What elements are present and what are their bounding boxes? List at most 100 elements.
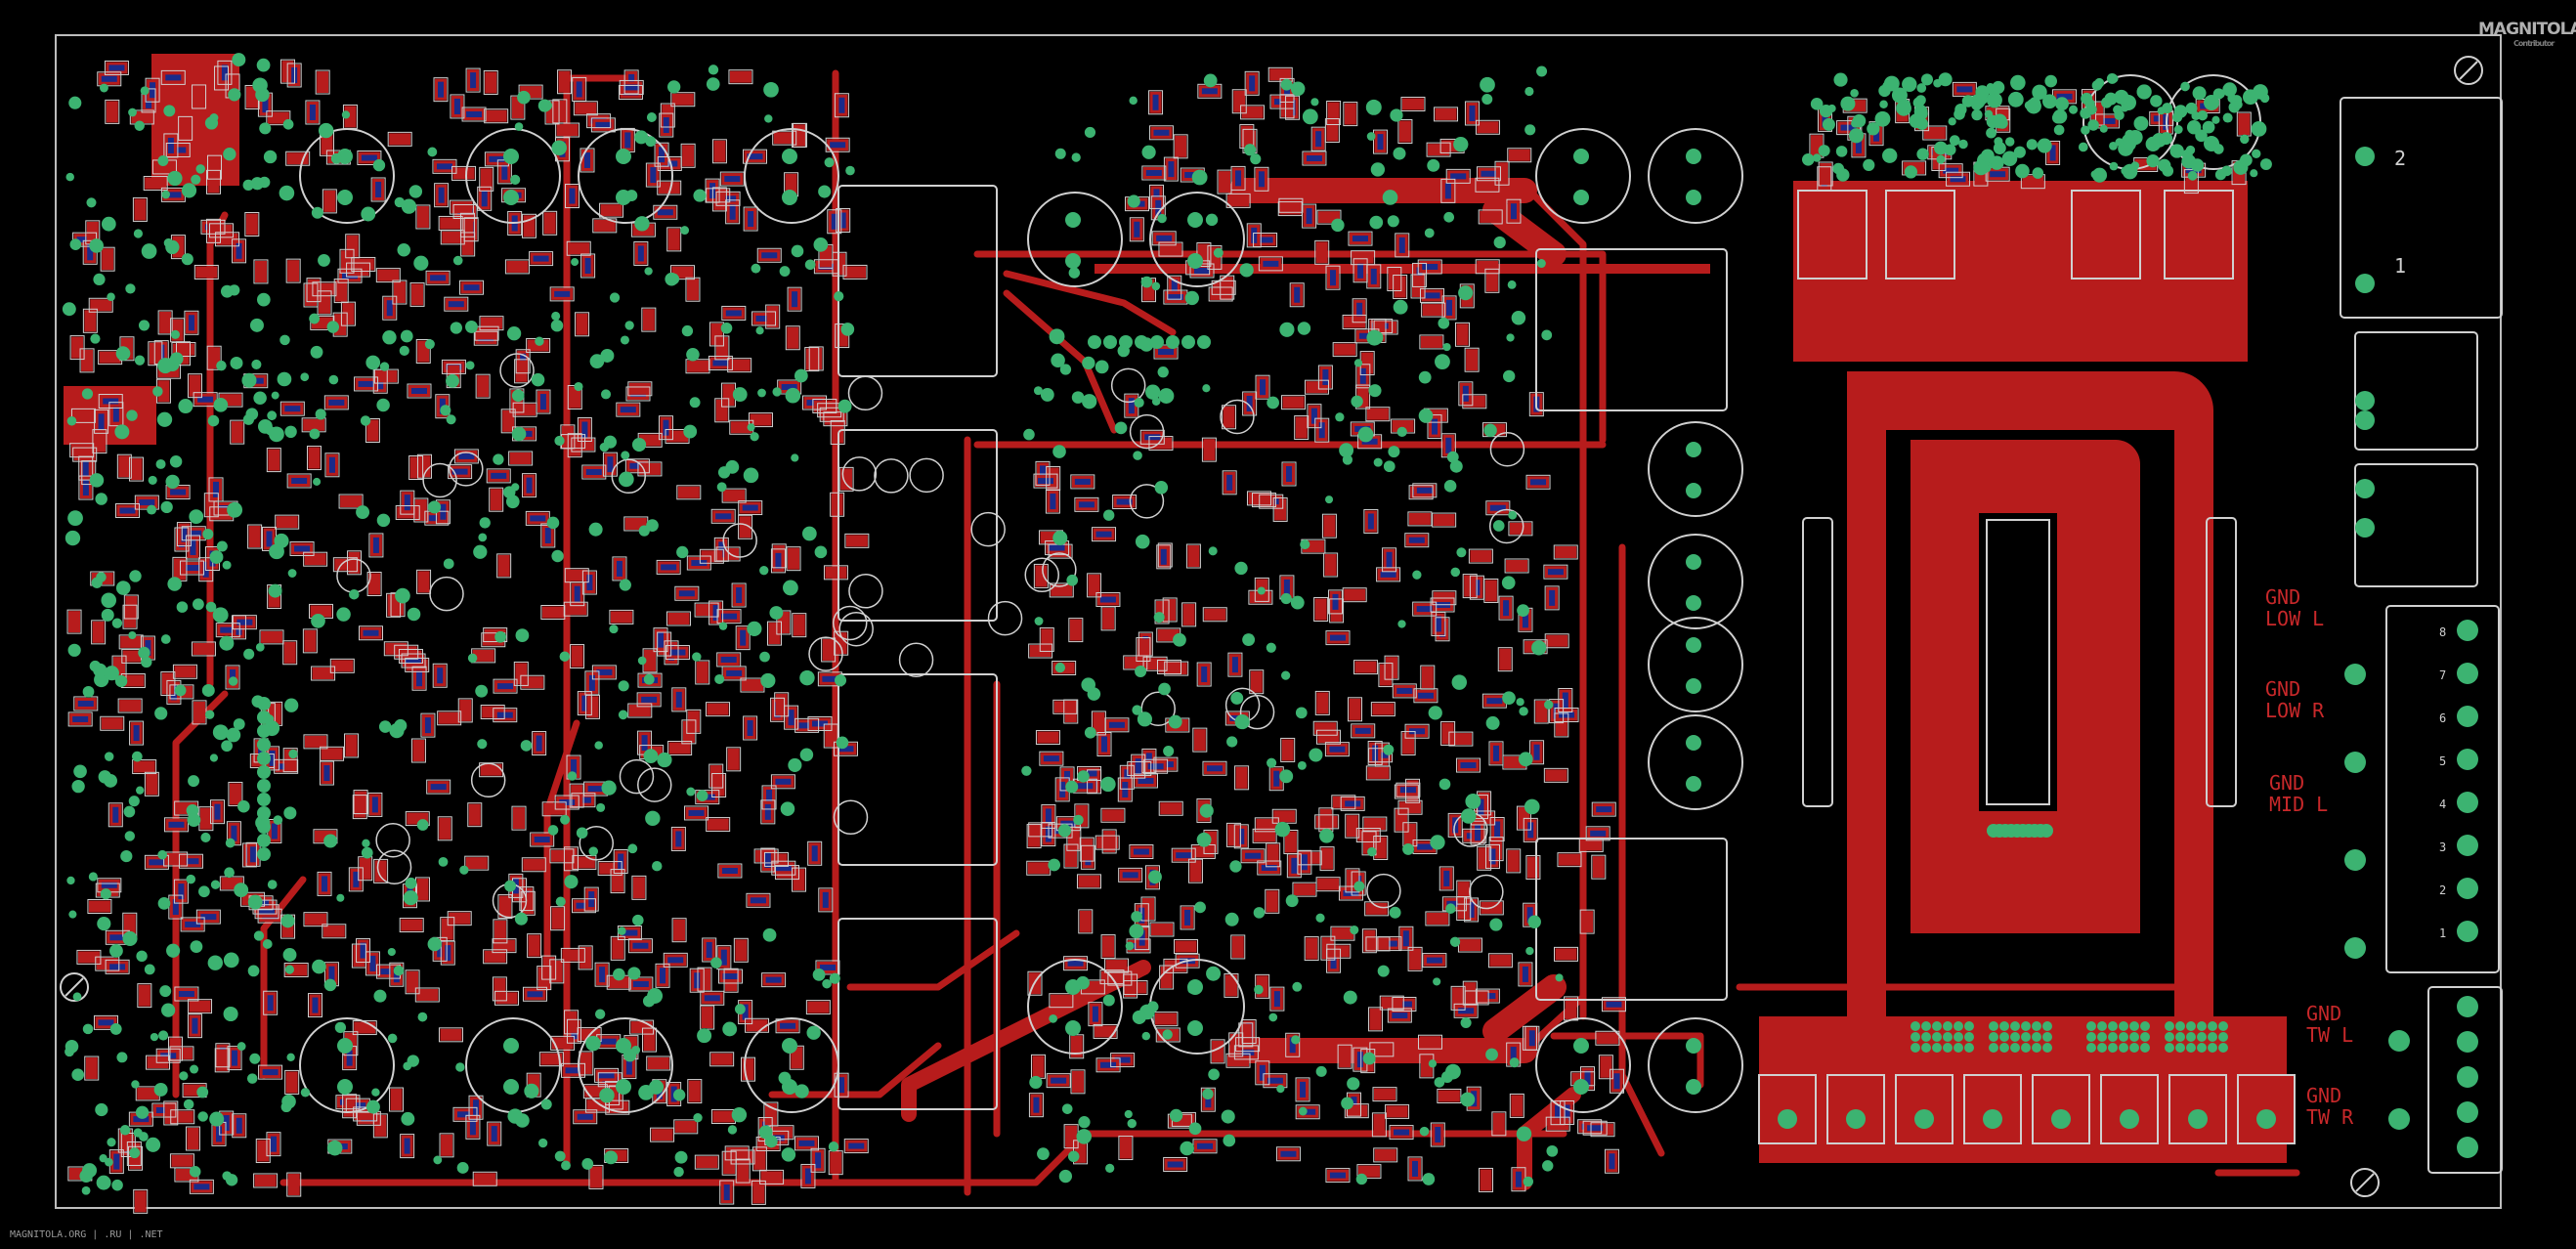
smd-silk-436 xyxy=(440,230,465,245)
terminal-pad-5 xyxy=(2355,518,2375,538)
via-642 xyxy=(1449,936,1461,947)
smd-silk-128 xyxy=(88,297,113,313)
via-496 xyxy=(559,651,571,662)
smd-silk-608 xyxy=(786,546,801,572)
via-717 xyxy=(387,947,396,957)
via-327 xyxy=(567,771,578,781)
smd-body-580 xyxy=(628,705,651,717)
via-726 xyxy=(1440,1070,1454,1083)
via-272 xyxy=(1048,858,1061,872)
via-215 xyxy=(1393,299,1408,315)
smd-silk-690 xyxy=(706,702,731,717)
smd-silk-466 xyxy=(725,199,741,225)
smd-silk-300 xyxy=(395,505,420,521)
smd-silk-706 xyxy=(1314,690,1330,715)
via-618 xyxy=(475,684,489,698)
via-361 xyxy=(504,880,517,892)
smd-body-22 xyxy=(171,1154,193,1167)
smd-body-1068 xyxy=(1267,843,1279,866)
smd-silk-1023 xyxy=(1577,1119,1603,1135)
smd-silk-1156 xyxy=(1373,1147,1398,1163)
smd-body-411 xyxy=(368,573,381,595)
smd-silk-1150 xyxy=(1524,1025,1540,1051)
power-via-array-1-1-5 xyxy=(2042,1032,2052,1042)
smd-silk-408 xyxy=(520,890,536,916)
power-via-array-1-2-5 xyxy=(2042,1043,2052,1053)
smd-silk-798 xyxy=(1348,697,1363,722)
smd-body-784 xyxy=(1281,739,1294,761)
smd-silk-937 xyxy=(1484,268,1500,293)
smd-silk-66 xyxy=(70,408,96,423)
via-267 xyxy=(1068,267,1081,279)
via-503 xyxy=(473,544,488,559)
smd-body-422 xyxy=(565,1011,578,1033)
smd-body-669 xyxy=(687,711,700,733)
regulator-pad-4 xyxy=(2051,1109,2071,1129)
smd-body-799 xyxy=(1372,703,1395,715)
smd-body-310 xyxy=(346,235,359,257)
smd-body-366 xyxy=(331,660,354,672)
smd-silk-1113 xyxy=(1345,813,1360,839)
smd-marker-121 xyxy=(214,803,221,820)
smd-marker-623 xyxy=(657,631,664,648)
smd-body-120 xyxy=(124,606,137,628)
smd-silk-526 xyxy=(625,386,651,402)
footer-url: MAGNITOLA.ORG | .RU | .NET xyxy=(10,1229,163,1240)
via-701 xyxy=(1157,366,1169,378)
capacitor-pad-21 xyxy=(2204,95,2219,110)
smd-body-449 xyxy=(490,489,502,511)
smd-silk-907 xyxy=(1255,374,1270,400)
via-538 xyxy=(814,545,828,559)
via-714 xyxy=(284,698,299,712)
via-762 xyxy=(1524,86,1534,97)
via-81 xyxy=(249,318,264,332)
via-574 xyxy=(2240,134,2250,145)
via-620 xyxy=(135,1105,150,1119)
smd-silk-908 xyxy=(1129,217,1144,242)
smd-silk-426 xyxy=(541,955,557,980)
smd-silk-1041 xyxy=(1100,934,1116,960)
smd-silk-13 xyxy=(207,154,223,180)
smd-silk-973 xyxy=(1258,256,1283,272)
smd-silk-286 xyxy=(414,877,430,902)
mount-hole-mark-0 xyxy=(2459,61,2478,80)
smd-body-803 xyxy=(1509,522,1531,535)
header-left-pin-3 xyxy=(257,738,271,752)
smd-silk-164 xyxy=(205,218,221,243)
output-ground-pad-0 xyxy=(2344,664,2366,685)
smd-marker-279 xyxy=(309,104,316,120)
via-468 xyxy=(2162,165,2174,177)
via-421 xyxy=(1961,95,1975,108)
via-734 xyxy=(187,813,201,827)
via-853 xyxy=(515,628,530,643)
smd-silk-781 xyxy=(1131,754,1146,779)
via-139 xyxy=(1419,1126,1430,1137)
smd-silk-928 xyxy=(1507,148,1532,163)
smd-marker-677 xyxy=(598,1072,615,1079)
smd-body-252 xyxy=(321,748,343,760)
signal-circle-33 xyxy=(848,574,883,609)
smd-body-177 xyxy=(99,351,121,364)
smd-body-381 xyxy=(354,796,366,818)
via-697 xyxy=(1127,1118,1137,1129)
via-263 xyxy=(1412,570,1422,580)
smd-silk-353 xyxy=(401,653,426,668)
via-897 xyxy=(120,849,133,863)
power-via-array-3-1-2 xyxy=(2186,1032,2196,1042)
smd-silk-631 xyxy=(776,610,792,635)
smd-marker-858 xyxy=(1408,537,1425,543)
power-via-array-0-1-1 xyxy=(1921,1032,1931,1042)
via-280 xyxy=(1084,126,1096,139)
smd-silk-831 xyxy=(1074,496,1099,512)
via-113 xyxy=(1443,480,1457,493)
via-681 xyxy=(1203,73,1218,88)
via-241 xyxy=(657,752,672,768)
header-left-pin-6 xyxy=(257,779,271,793)
smd-silk-1079 xyxy=(1578,837,1604,852)
smd-body-977 xyxy=(1223,406,1235,428)
via-810 xyxy=(1114,421,1128,435)
smd-body-364 xyxy=(348,551,361,574)
smd-body-917 xyxy=(1366,408,1389,420)
smd-silk-541 xyxy=(834,1072,849,1098)
smd-marker-88 xyxy=(109,964,126,970)
